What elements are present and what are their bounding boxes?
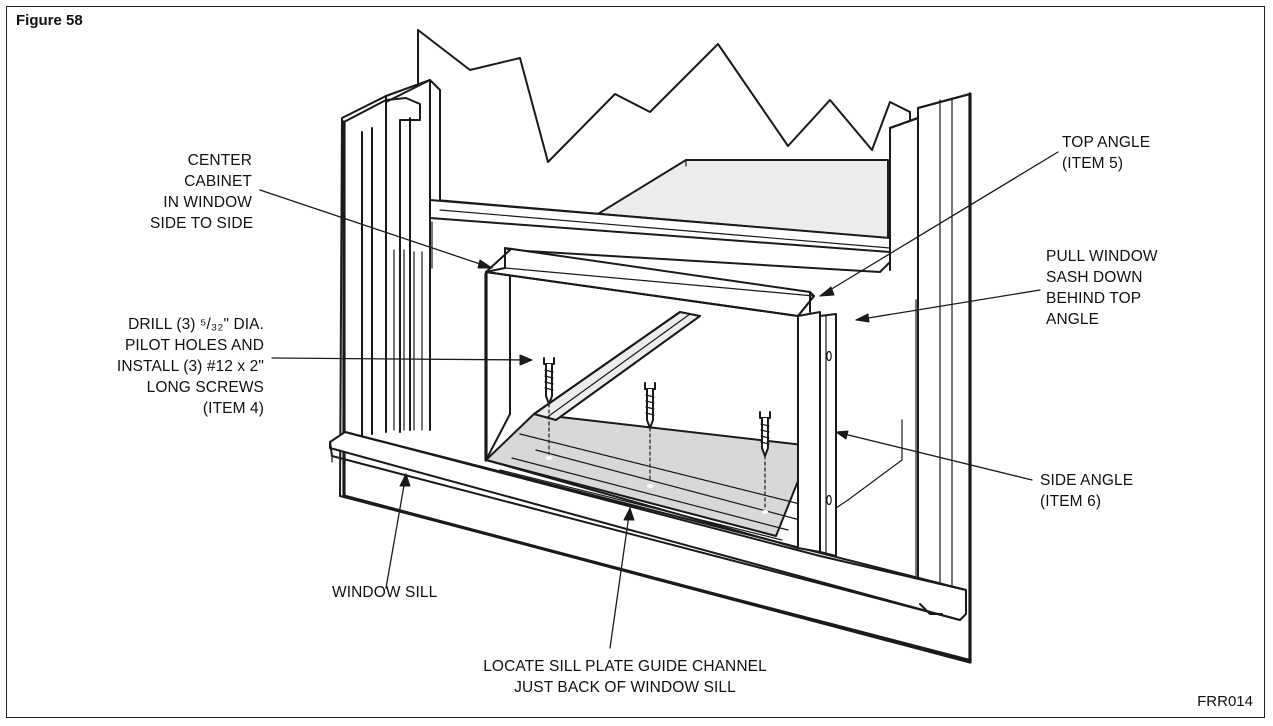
callout-window-sill: WINDOW SILL xyxy=(332,584,438,601)
callout-drill-pilot-holes: DRILL (3) ⁵/₃₂" DIA. PILOT HOLES AND INS… xyxy=(116,316,264,417)
leader-lines xyxy=(259,151,1059,649)
leader-side-angle xyxy=(835,431,1033,481)
figure-code: FRR014 xyxy=(1197,693,1253,710)
callout-center-cabinet: CENTER CABINET IN WINDOW SIDE TO SIDE xyxy=(150,152,254,232)
leader-window-sill xyxy=(385,473,407,589)
callout-locate-sill-plate: LOCATE SILL PLATE GUIDE CHANNEL JUST BAC… xyxy=(483,658,767,696)
top-angle xyxy=(485,247,815,317)
leader-sill-plate xyxy=(609,507,631,649)
screw-1 xyxy=(540,351,558,460)
screws xyxy=(540,351,774,514)
wall-outline xyxy=(417,29,911,163)
window-sash xyxy=(429,199,891,273)
callout-side-angle: SIDE ANGLE (ITEM 6) xyxy=(1040,472,1134,510)
figure-title: Figure 58 xyxy=(16,12,83,29)
callout-top-angle: TOP ANGLE (ITEM 5) xyxy=(1062,134,1151,172)
leader-pull-window xyxy=(855,289,1041,321)
figure-frame xyxy=(6,6,1265,718)
screw-2 xyxy=(641,376,659,488)
window-sill xyxy=(329,431,967,621)
leader-drill xyxy=(271,357,533,361)
leader-center-cabinet xyxy=(259,189,493,269)
leader-top-angle xyxy=(819,151,1059,297)
cabinet-sleeve xyxy=(484,263,821,553)
screw-3 xyxy=(756,405,774,514)
callout-pull-window-sash: PULL WINDOW SASH DOWN BEHIND TOP ANGLE xyxy=(1046,248,1158,328)
side-angle xyxy=(819,313,903,557)
